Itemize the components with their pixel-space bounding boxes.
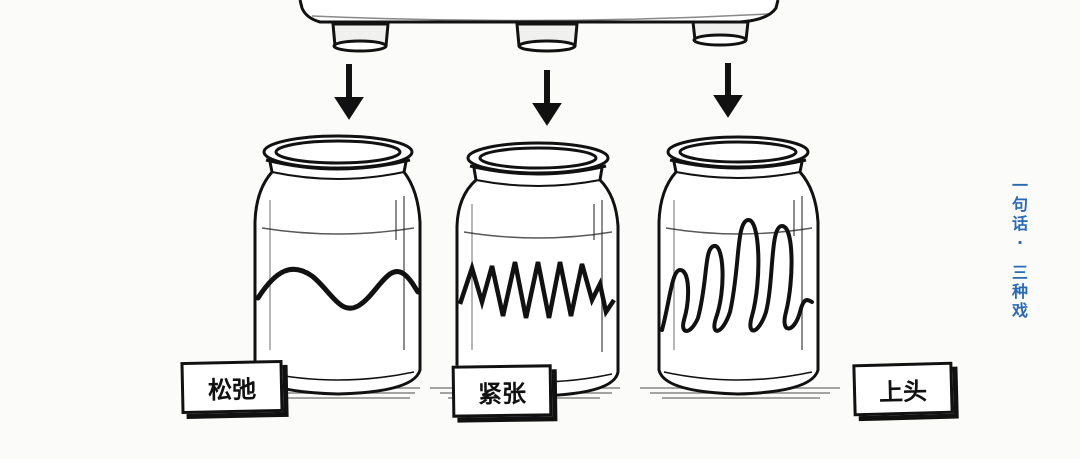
- caption-char: 种: [1011, 282, 1028, 301]
- label-tense: 紧张: [451, 364, 553, 418]
- vertical-caption: 一 句 话 · 三 种 戏: [1007, 176, 1033, 320]
- label-hooked: 上头: [852, 361, 954, 417]
- wave-line-icon: [255, 266, 421, 311]
- glass-jar-icon: [455, 141, 620, 398]
- down-arrow-icon: [713, 63, 743, 118]
- caption-char: 三: [1011, 263, 1028, 282]
- caption-char: 句: [1011, 195, 1028, 214]
- glass-jar-icon: [657, 135, 820, 396]
- caption-char: 戏: [1011, 301, 1028, 320]
- down-arrow-icon: [532, 70, 562, 126]
- caption-char: 一: [1011, 176, 1028, 195]
- glass-jar-icon: [253, 134, 422, 396]
- coil-line-icon: [660, 218, 814, 333]
- down-arrow-icon: [334, 64, 364, 120]
- caption-separator: ·: [1016, 233, 1024, 252]
- dispenser-machine-icon: [298, 0, 780, 53]
- zigzag-line-icon: [457, 260, 616, 319]
- caption-char: 话: [1011, 214, 1028, 233]
- label-relaxed: 松弛: [180, 359, 284, 415]
